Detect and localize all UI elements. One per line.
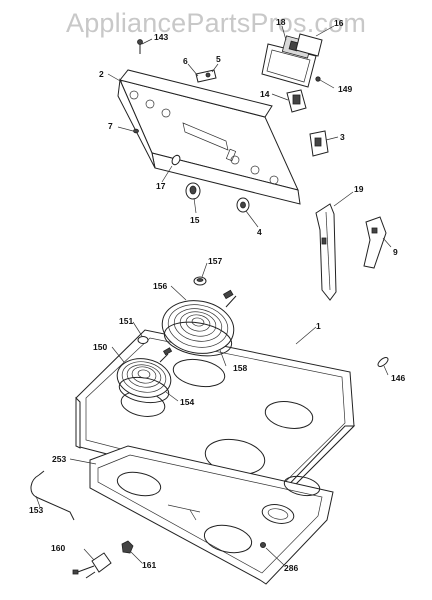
label-157: 157 (208, 256, 222, 266)
label-150: 150 (93, 342, 107, 352)
label-14: 14 (260, 89, 270, 99)
label-160: 160 (51, 543, 65, 553)
label-17: 17 (156, 181, 166, 191)
label-154: 154 (180, 397, 194, 407)
surface-element-large[interactable] (158, 289, 238, 360)
label-253: 253 (52, 454, 66, 464)
burner-box-pan[interactable] (89, 445, 334, 585)
label-156: 156 (153, 281, 167, 291)
infinite-switch[interactable] (309, 130, 329, 157)
screw-149[interactable] (315, 76, 321, 82)
screw-286[interactable] (259, 542, 266, 549)
label-286: 286 (284, 563, 298, 573)
label-149: 149 (338, 84, 352, 94)
bracket-clip[interactable] (195, 69, 217, 83)
terminal-block[interactable] (72, 552, 112, 579)
label-6: 6 (183, 56, 188, 66)
control-board-assembly[interactable] (261, 33, 323, 88)
end-cap[interactable] (363, 216, 387, 269)
screw-7[interactable] (133, 128, 139, 134)
label-9: 9 (393, 247, 398, 257)
label-7: 7 (108, 121, 113, 131)
label-161: 161 (142, 560, 156, 570)
screw-143[interactable] (137, 39, 143, 55)
label-15: 15 (190, 215, 200, 225)
label-146: 146 (391, 373, 405, 383)
lever-screw-146[interactable] (376, 356, 389, 368)
control-knob[interactable] (185, 182, 201, 200)
indicator-light[interactable] (170, 154, 181, 166)
label-143: 143 (154, 32, 168, 42)
watermark-text: AppliancePartsPros.com (65, 8, 367, 38)
leader-lines (35, 25, 392, 566)
label-18: 18 (276, 17, 286, 27)
element-receptacle-151[interactable] (137, 336, 149, 344)
label-2: 2 (99, 69, 104, 79)
label-158: 158 (233, 363, 247, 373)
label-4: 4 (257, 227, 262, 237)
nut-161[interactable] (121, 540, 134, 554)
label-3: 3 (340, 132, 345, 142)
label-151: 151 (119, 316, 133, 326)
side-trim-bracket[interactable] (315, 203, 337, 301)
element-receptacle-157[interactable] (193, 276, 207, 286)
label-153: 153 (29, 505, 43, 515)
label-1: 1 (316, 321, 321, 331)
label-19: 19 (354, 184, 364, 194)
control-panel-backguard[interactable] (117, 69, 301, 205)
control-knob-small[interactable] (236, 197, 250, 213)
callout-labels: 143 18 16 2 6 5 149 14 7 3 17 15 4 19 9 … (29, 17, 405, 573)
label-5: 5 (216, 54, 221, 64)
label-16: 16 (334, 18, 344, 28)
relay-switch[interactable] (286, 89, 307, 113)
